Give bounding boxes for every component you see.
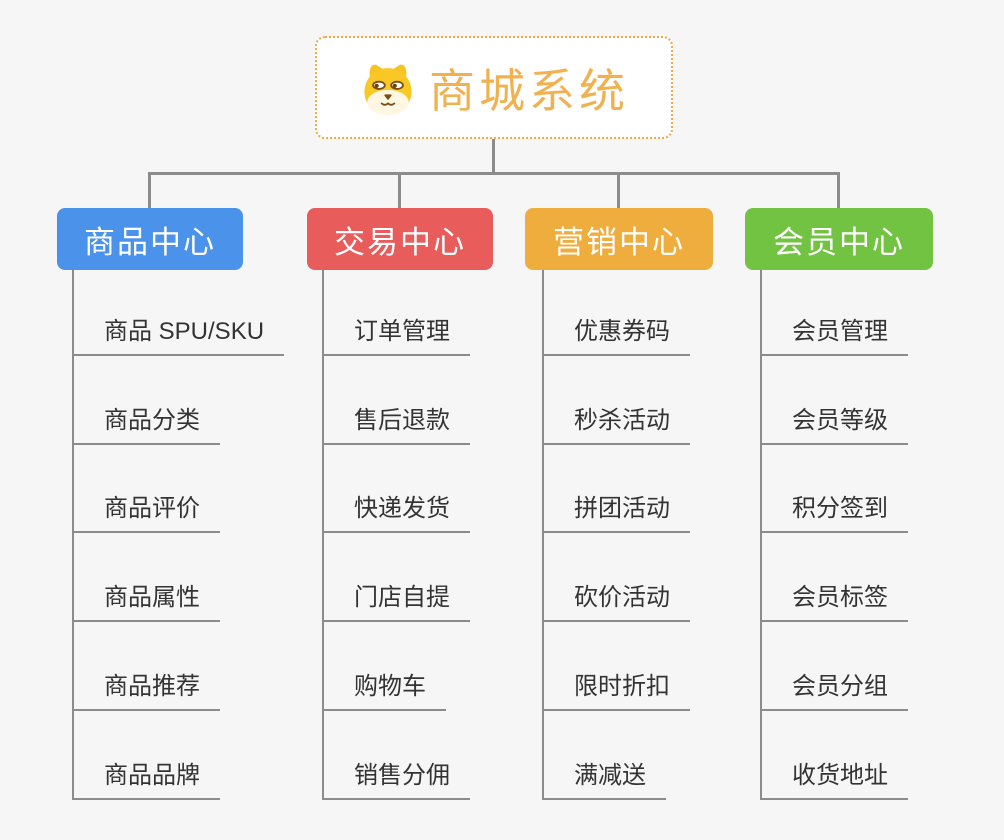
child-node[interactable]: 会员分组: [760, 667, 908, 711]
child-node[interactable]: 会员标签: [760, 578, 908, 622]
child-node[interactable]: 商品分类: [72, 401, 220, 445]
connector-drop: [148, 172, 151, 210]
child-node[interactable]: 会员等级: [760, 401, 908, 445]
child-node[interactable]: 商品评价: [72, 489, 220, 533]
connector-horizontal-bar: [148, 172, 840, 175]
child-node[interactable]: 秒杀活动: [542, 401, 690, 445]
root-title: 商城系统: [429, 64, 629, 117]
child-node[interactable]: 商品 SPU/SKU: [72, 312, 285, 356]
child-node[interactable]: 积分签到: [760, 489, 908, 533]
connector-drop: [398, 172, 401, 210]
branch-node-members[interactable]: 会员中心: [745, 208, 933, 270]
child-node[interactable]: 拼团活动: [542, 489, 690, 533]
child-node[interactable]: 会员管理: [760, 312, 908, 356]
child-node[interactable]: 商品品牌: [72, 756, 220, 800]
child-node[interactable]: 快递发货: [322, 489, 470, 533]
child-node[interactable]: 商品推荐: [72, 667, 220, 711]
connector-branch-spine: [760, 270, 762, 800]
root-node[interactable]: 商城系统: [315, 36, 673, 139]
connector-branch-spine: [72, 270, 74, 800]
branch-node-products[interactable]: 商品中心: [57, 208, 243, 270]
connector-root-stem: [492, 139, 495, 174]
child-node[interactable]: 销售分佣: [322, 756, 470, 800]
branch-node-marketing[interactable]: 营销中心: [525, 208, 713, 270]
child-node[interactable]: 售后退款: [322, 401, 470, 445]
child-node[interactable]: 商品属性: [72, 578, 220, 622]
child-node[interactable]: 限时折扣: [542, 667, 690, 711]
connector-branch-spine: [322, 270, 324, 800]
child-node[interactable]: 收货地址: [760, 756, 908, 800]
child-node[interactable]: 购物车: [322, 667, 446, 711]
child-node[interactable]: 优惠券码: [542, 312, 690, 356]
connector-drop: [617, 172, 620, 210]
connector-drop: [837, 172, 840, 210]
child-node[interactable]: 砍价活动: [542, 578, 690, 622]
doge-icon: [364, 64, 412, 115]
child-node[interactable]: 门店自提: [322, 578, 470, 622]
child-node[interactable]: 满减送: [542, 756, 666, 800]
connector-branch-spine: [542, 270, 544, 800]
child-node[interactable]: 订单管理: [322, 312, 470, 356]
branch-node-trade[interactable]: 交易中心: [307, 208, 493, 270]
